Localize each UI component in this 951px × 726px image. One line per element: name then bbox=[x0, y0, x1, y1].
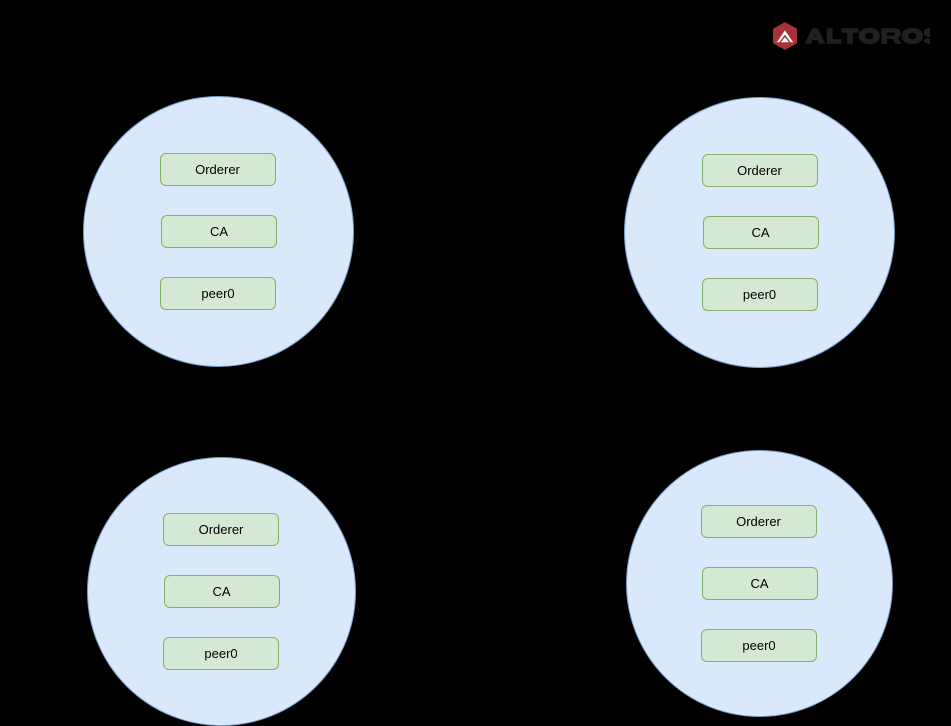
org-component-stack: Orderer CA peer0 bbox=[625, 154, 894, 311]
altoros-logo: ™ bbox=[771, 21, 931, 51]
component-ca[interactable]: CA bbox=[161, 215, 277, 248]
component-ca[interactable]: CA bbox=[702, 216, 819, 249]
component-orderer[interactable]: Orderer bbox=[159, 153, 276, 186]
component-peer0[interactable]: peer0 bbox=[701, 278, 818, 311]
org-node-bottom-left[interactable]: Orderer CA peer0 bbox=[87, 457, 356, 726]
org-node-bottom-right[interactable]: Orderer CA peer0 bbox=[626, 450, 893, 717]
org-node-top-left[interactable]: Orderer CA peer0 bbox=[83, 96, 354, 367]
altoros-wordmark: ™ bbox=[804, 27, 931, 45]
component-peer0[interactable]: peer0 bbox=[701, 629, 817, 662]
org-component-stack: Orderer CA peer0 bbox=[627, 505, 892, 662]
component-ca[interactable]: CA bbox=[701, 567, 818, 600]
org-component-stack: Orderer CA peer0 bbox=[88, 513, 355, 670]
component-peer0[interactable]: peer0 bbox=[163, 637, 279, 670]
component-orderer[interactable]: Orderer bbox=[700, 505, 817, 538]
component-ca[interactable]: CA bbox=[163, 575, 280, 608]
org-component-stack: Orderer CA peer0 bbox=[84, 153, 353, 310]
component-peer0[interactable]: peer0 bbox=[160, 277, 276, 310]
component-orderer[interactable]: Orderer bbox=[701, 154, 818, 187]
component-orderer[interactable]: Orderer bbox=[163, 513, 279, 546]
org-node-top-right[interactable]: Orderer CA peer0 bbox=[624, 97, 895, 368]
altoros-hexagon-icon bbox=[773, 22, 797, 50]
